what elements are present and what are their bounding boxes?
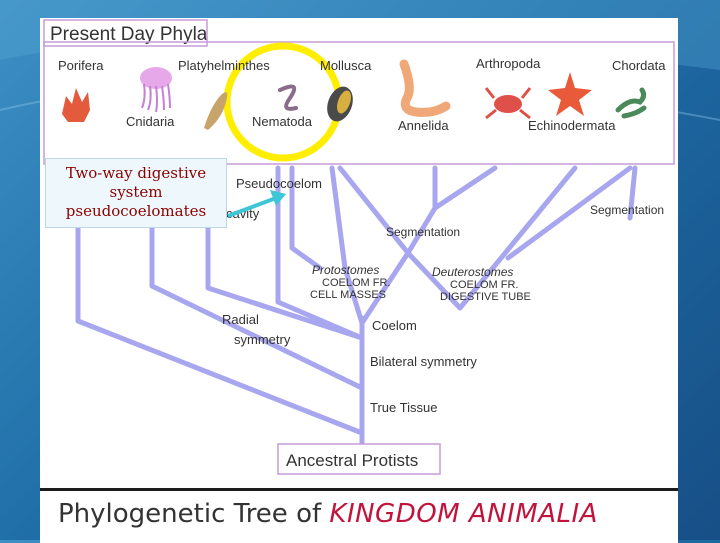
note-line-3: pseudocoelomates (65, 202, 207, 220)
label-segmentation-left: Segmentation (386, 225, 460, 239)
phylum-arthropoda: Arthropoda (476, 56, 541, 71)
ancestral-box (277, 443, 441, 475)
phylogenetic-tree-figure: Present Day Phyla (40, 18, 678, 540)
label-coelom: Coelom (372, 318, 417, 333)
label-protostomes: Protostomes (312, 263, 379, 277)
label-protostomes-detail-2: CELL MASSES (310, 289, 386, 301)
pointer-arrow (227, 190, 286, 218)
label-pseudocoelom: Pseudocoelom (236, 176, 322, 191)
header-title-frame (43, 19, 208, 47)
label-bilateral: Bilateral symmetry (370, 354, 477, 369)
label-radial-symmetry: symmetry (234, 332, 291, 347)
note-line-1: Two-way digestive (65, 164, 207, 182)
label-segmentation-right: Segmentation (590, 203, 664, 217)
earthworm-icon (399, 59, 451, 117)
phylum-annelida: Annelida (398, 118, 449, 133)
caption-text: Phylogenetic Tree of KINGDOM ANIMALIA (58, 499, 598, 529)
label-cavity: cavity (226, 206, 260, 221)
annotation-note: Two-way digestive system pseudocoelomate… (45, 158, 227, 228)
phyla-box (43, 41, 675, 165)
crab-icon (484, 87, 532, 120)
flatworm-icon (204, 92, 228, 130)
label-protostomes-detail-1: COELOM FR. (322, 277, 390, 289)
roundworm-icon (278, 84, 298, 111)
phylum-echinodermata: Echinodermata (528, 118, 616, 133)
label-ancestral: Ancestral Protists (286, 451, 418, 470)
sponge-icon (62, 88, 90, 122)
jellyfish-icon (140, 67, 172, 113)
phylum-nematoda: Nematoda (252, 114, 313, 129)
header-title: Present Day Phyla (50, 24, 208, 45)
lizard-icon (615, 87, 647, 119)
snail-icon (327, 86, 353, 122)
starfish-icon (548, 72, 592, 116)
caption-prefix: Phylogenetic Tree of (58, 499, 330, 529)
label-deuterostomes: Deuterostomes (432, 265, 513, 279)
label-true-tissue: True Tissue (370, 400, 437, 415)
phylum-mollusca: Mollusca (320, 58, 372, 73)
label-deuterostomes-detail-1: COELOM FR. (450, 279, 518, 291)
tree-diagram: Present Day Phyla (43, 19, 675, 475)
phylum-platyhelminthes: Platyhelminthes (178, 58, 270, 73)
phylum-porifera: Porifera (58, 58, 104, 73)
phylum-cnidaria: Cnidaria (126, 114, 175, 129)
phylum-chordata: Chordata (612, 58, 666, 73)
label-radial: Radial (222, 312, 259, 327)
label-deuterostomes-detail-2: DIGESTIVE TUBE (440, 291, 531, 303)
caption-kingdom: KINGDOM ANIMALIA (329, 499, 598, 529)
figure-caption: Phylogenetic Tree of KINGDOM ANIMALIA (40, 488, 678, 543)
note-line-2: system (109, 183, 163, 201)
